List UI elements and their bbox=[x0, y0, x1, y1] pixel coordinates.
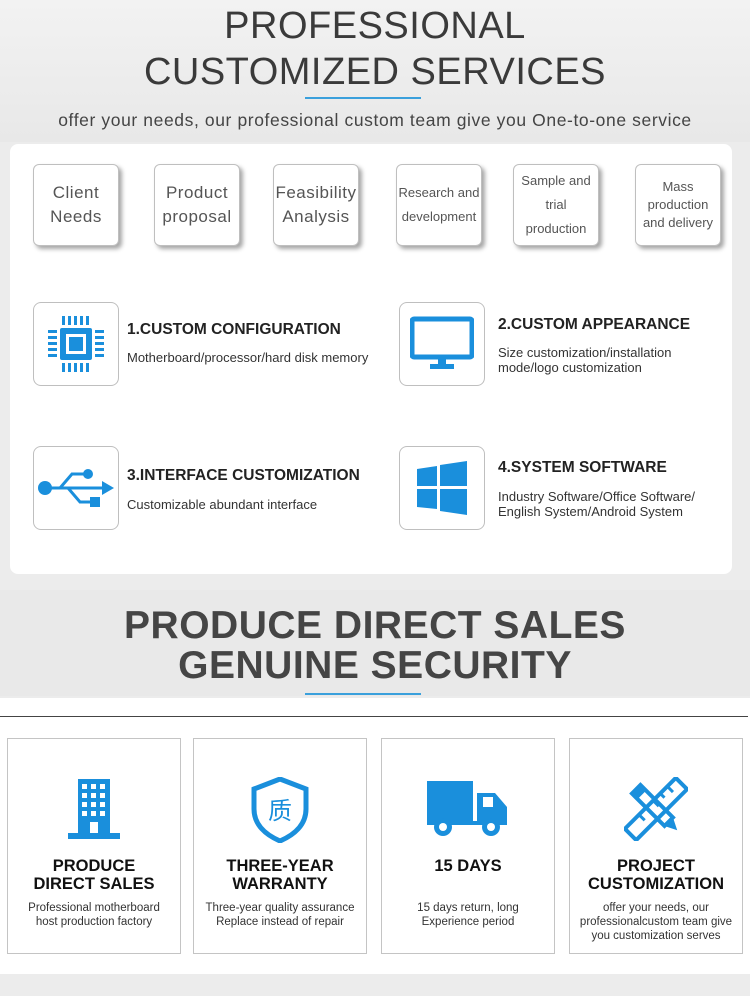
process-step-client-needs: Client Needs bbox=[33, 164, 119, 246]
usb-icon bbox=[38, 469, 114, 507]
feature-desc-software: Industry Software/Office Software/ Engli… bbox=[498, 489, 696, 519]
services-title-underline bbox=[305, 97, 421, 99]
process-step-research-development: Research and development bbox=[396, 164, 482, 246]
card-15-days: 15 DAYS 15 days return, long Experience … bbox=[381, 738, 555, 954]
process-step-mass-production: Mass production and delivery bbox=[635, 164, 721, 246]
process-step-label: Mass production and delivery bbox=[642, 179, 714, 230]
card-desc: offer your needs, our professionalcustom… bbox=[579, 902, 733, 942]
delivery-truck-icon bbox=[427, 781, 507, 836]
monitor-icon bbox=[410, 316, 474, 369]
feature-title-interface: 3.INTERFACE CUSTOMIZATION bbox=[127, 467, 360, 484]
process-step-label: Sample and trial production bbox=[521, 173, 591, 236]
card-desc: 15 days return, long Experience period bbox=[417, 902, 519, 928]
feature-icon-box-appearance bbox=[399, 302, 485, 386]
feature-icon-box-software bbox=[399, 446, 485, 530]
page-footer-band bbox=[0, 974, 750, 996]
feature-desc-interface: Customizable abundant interface bbox=[127, 497, 318, 512]
services-subtitle: offer your needs, our professional custo… bbox=[58, 110, 692, 130]
feature-icon-box-interface bbox=[33, 446, 119, 530]
card-warranty: 质 THREE-YEAR WARRANTY Three-year quality… bbox=[193, 738, 367, 954]
sales-header bbox=[0, 590, 750, 696]
feature-title-software: 4.SYSTEM SOFTWARE bbox=[498, 459, 667, 476]
feature-icon-box-configuration bbox=[33, 302, 119, 386]
card-desc: Professional motherboard host production… bbox=[28, 902, 160, 928]
sales-title-line1: PRODUCE DIRECT SALES bbox=[124, 604, 626, 647]
services-header bbox=[0, 0, 750, 142]
ruler-pencil-icon bbox=[624, 777, 688, 841]
sales-title-underline bbox=[305, 693, 421, 695]
card-desc: Three-year quality assurance Replace ins… bbox=[205, 902, 355, 928]
windows-logo-icon bbox=[417, 461, 467, 515]
process-step-label: Research and development bbox=[398, 185, 480, 224]
process-step-sample-trial: Sample and trial production bbox=[513, 164, 599, 246]
process-step-feasibility-analysis: Feasibility Analysis bbox=[273, 164, 359, 246]
card-title: PRODUCE DIRECT SALES bbox=[33, 857, 155, 893]
services-title-line2: CUSTOMIZED SERVICES bbox=[143, 51, 607, 93]
services-panel bbox=[10, 144, 732, 574]
feature-title-configuration: 1.CUSTOM CONFIGURATION bbox=[127, 321, 341, 338]
process-step-label: Client Needs bbox=[50, 183, 102, 226]
process-step-label: Product proposal bbox=[162, 183, 232, 226]
card-title: PROJECT CUSTOMIZATION bbox=[588, 857, 724, 893]
cpu-chip-icon bbox=[48, 316, 104, 372]
process-step-label: Feasibility Analysis bbox=[275, 183, 357, 226]
shield-quality-char: 质 bbox=[268, 797, 292, 825]
services-title-line1: PROFESSIONAL bbox=[224, 5, 526, 47]
feature-title-appearance: 2.CUSTOM APPEARANCE bbox=[498, 316, 691, 333]
feature-desc-configuration: Motherboard/processor/hard disk memory bbox=[127, 350, 369, 365]
quality-shield-icon: 质 bbox=[251, 777, 309, 843]
process-step-product-proposal: Product proposal bbox=[154, 164, 240, 246]
card-title: THREE-YEAR WARRANTY bbox=[226, 857, 334, 893]
card-project-customization: PROJECT CUSTOMIZATION offer your needs, … bbox=[569, 738, 743, 954]
sales-divider bbox=[0, 716, 748, 717]
card-title: 15 DAYS bbox=[434, 857, 502, 875]
feature-desc-appearance: Size customization/installation mode/log… bbox=[498, 345, 672, 375]
card-direct-sales: PRODUCE DIRECT SALES Professional mother… bbox=[7, 738, 181, 954]
factory-building-icon bbox=[68, 779, 120, 839]
sales-title-line2: GENUINE SECURITY bbox=[178, 644, 572, 687]
